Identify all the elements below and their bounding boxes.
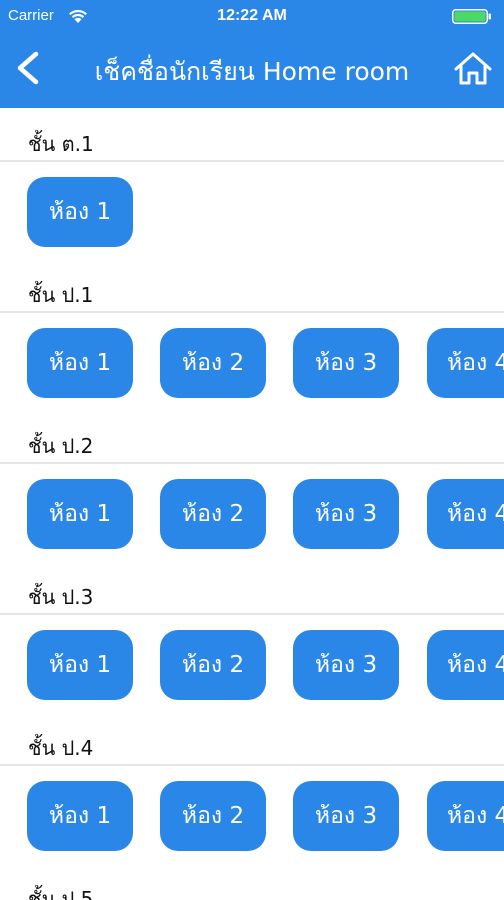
grade-title: ชั้น ป.4 xyxy=(28,736,94,760)
room-button[interactable]: ห้อง 2 xyxy=(160,328,266,398)
section-divider xyxy=(0,764,504,766)
clock-label: 12:22 AM xyxy=(217,7,287,24)
room-button[interactable]: ห้อง 1 xyxy=(27,781,133,851)
grade-list[interactable]: ชั้น ต.1 ห้อง 1 ชั้น ป.1 ห้อง 1 ห้อง 2 ห… xyxy=(0,108,504,900)
grade-title: ชั้น ต.1 xyxy=(28,132,94,156)
room-button[interactable]: ห้อง 4 xyxy=(427,630,504,700)
room-button[interactable]: ห้อง 2 xyxy=(160,479,266,549)
carrier-label: Carrier xyxy=(8,7,54,24)
room-button[interactable]: ห้อง 1 xyxy=(27,630,133,700)
wifi-icon xyxy=(69,9,87,23)
room-button[interactable]: ห้อง 3 xyxy=(293,328,399,398)
grade-title: ชั้น ป.5 xyxy=(28,887,94,900)
room-button[interactable]: ห้อง 4 xyxy=(427,328,504,398)
chevron-left-icon[interactable] xyxy=(10,48,46,88)
room-button[interactable]: ห้อง 3 xyxy=(293,630,399,700)
page-title: เช็คชื่อนักเรียน Home room xyxy=(94,57,410,86)
room-button[interactable]: ห้อง 1 xyxy=(27,177,133,247)
room-button[interactable]: ห้อง 3 xyxy=(293,479,399,549)
room-button[interactable]: ห้อง 2 xyxy=(160,630,266,700)
grade-title: ชั้น ป.2 xyxy=(28,434,94,458)
status-bar: Carrier 12:22 AM xyxy=(0,0,504,32)
grade-title: ชั้น ป.3 xyxy=(28,585,94,609)
section-divider xyxy=(0,462,504,464)
section-divider xyxy=(0,613,504,615)
room-button[interactable]: ห้อง 2 xyxy=(160,781,266,851)
section-divider xyxy=(0,160,504,162)
battery-icon xyxy=(452,9,491,24)
room-button[interactable]: ห้อง 4 xyxy=(427,781,504,851)
section-divider xyxy=(0,311,504,313)
navigation-bar: เช็คชื่อนักเรียน Home room xyxy=(0,32,504,108)
home-icon[interactable] xyxy=(452,48,494,88)
room-button[interactable]: ห้อง 3 xyxy=(293,781,399,851)
room-button[interactable]: ห้อง 4 xyxy=(427,479,504,549)
room-button[interactable]: ห้อง 1 xyxy=(27,479,133,549)
room-button[interactable]: ห้อง 1 xyxy=(27,328,133,398)
grade-title: ชั้น ป.1 xyxy=(28,283,94,307)
